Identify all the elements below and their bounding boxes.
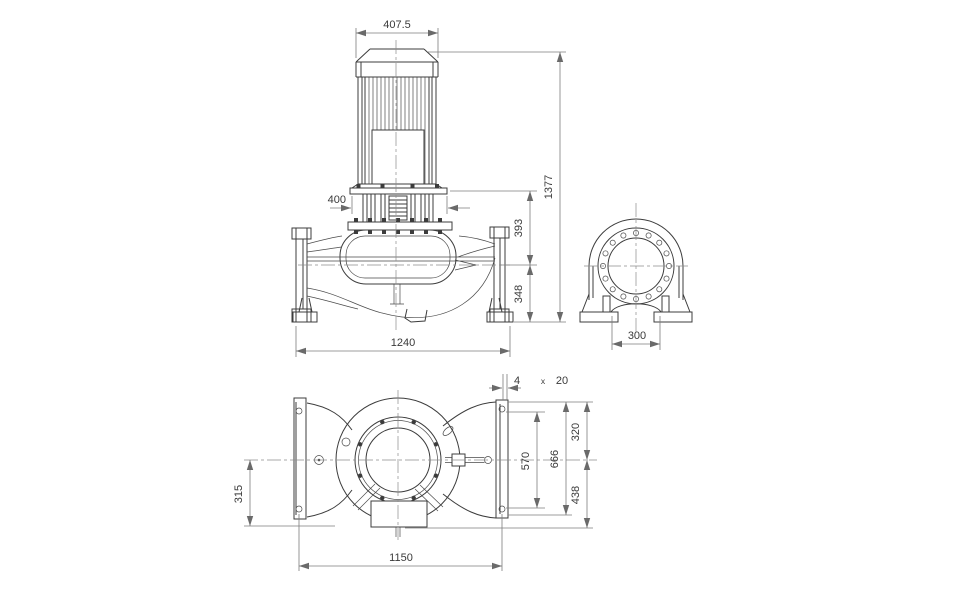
dim-port-span: 570 — [506, 411, 545, 509]
discharge-flange-front — [291, 227, 312, 323]
plan-view: 4 x 20 570 666 320 438 315 — [233, 374, 597, 571]
coupling-guard — [388, 195, 408, 221]
right-flange-bolt-hole-top — [498, 405, 506, 413]
dim-label-center-to-edge: 315 — [233, 485, 245, 503]
plan-flange-bolts — [357, 419, 439, 501]
dim-overall-height: 1377 — [428, 51, 566, 323]
left-flange-bolt-hole-top — [295, 407, 303, 415]
dim-slot: 4 x 20 — [489, 374, 568, 400]
bolt — [433, 442, 439, 447]
bolt — [411, 495, 416, 501]
casing-slot-hole — [442, 426, 454, 436]
motor-flange — [349, 183, 448, 195]
plan-left-body — [306, 402, 353, 518]
suction-flange-front — [489, 226, 510, 323]
dim-label-overall-length: 1240 — [391, 337, 415, 349]
drain-boss — [404, 308, 428, 323]
end-flange-bolt-holes — [600, 230, 672, 302]
bolt — [411, 419, 416, 425]
bolt-hole — [663, 275, 670, 282]
dim-motor-width: 407.5 — [355, 19, 439, 58]
motor-fan-cover — [355, 48, 439, 78]
bolt — [357, 442, 363, 447]
dim-centerline-to-base: 348 — [513, 265, 534, 322]
bolt-hole — [656, 239, 663, 246]
left-flange-bolt-hole-bottom — [295, 505, 303, 513]
dim-label-lantern-width: 400 — [328, 194, 346, 206]
dim-label-slot-size: 20 — [556, 375, 568, 387]
motor — [349, 48, 448, 195]
plan-left-flange — [293, 397, 307, 520]
dim-label-overall-height: 1377 — [543, 175, 555, 199]
ext-lines — [508, 401, 593, 516]
pump-flange-bolts — [354, 218, 442, 234]
dim-foot-spacing: 300 — [611, 316, 661, 350]
dim-label-motor-width: 407.5 — [383, 19, 411, 31]
bolt-hole — [645, 293, 652, 300]
bolt-hole — [620, 232, 627, 239]
motor-terminal-box — [371, 129, 425, 185]
bolt-hole — [620, 293, 627, 300]
front-elevation-view: 407.5 400 1377 393 348 1240 — [291, 19, 566, 357]
right-flange-bolt-hole-bottom — [498, 505, 506, 513]
ext-lines — [355, 28, 439, 58]
plug-boss — [341, 437, 351, 447]
dim-label-slot-count: 4 — [514, 375, 520, 387]
end-housing-outline — [581, 218, 691, 313]
dim-label-flange-to-centerline: 393 — [513, 219, 525, 237]
dim-label-bolt-span: 1150 — [389, 552, 413, 564]
motor-flange-bolts — [356, 184, 439, 188]
pump-casing-front — [291, 40, 514, 330]
dim-flange-length: 666 — [508, 401, 593, 516]
end-feet — [579, 295, 693, 323]
dim-center-to-top: 320 — [570, 402, 591, 460]
casing-body-lines — [306, 235, 496, 319]
ext-lines — [428, 51, 566, 323]
pump-mounting-flange — [347, 221, 453, 231]
bolt-hole — [609, 239, 616, 246]
bolt-hole — [645, 232, 652, 239]
dim-label-port-span: 570 — [520, 452, 532, 470]
bolt-hole — [600, 263, 606, 269]
bolt-hole — [663, 250, 670, 257]
dim-label-center-to-bottom: 438 — [570, 486, 582, 504]
terminal-box-plan — [370, 500, 428, 528]
dim-center-to-bottom: 438 — [405, 460, 593, 529]
ext-lines — [298, 514, 503, 571]
dim-bolt-span: 1150 — [298, 514, 503, 571]
bolt — [357, 473, 363, 478]
bolt-hole — [609, 286, 616, 293]
drain-line-plan — [395, 527, 401, 537]
ext-lines — [351, 196, 448, 214]
end-view: 300 — [579, 203, 693, 350]
dim-label-flange-length: 666 — [549, 450, 561, 468]
bolt-hole — [602, 275, 609, 282]
coupling-lantern — [347, 194, 453, 234]
bolt — [380, 419, 385, 425]
dim-overall-length: 1240 — [295, 326, 511, 357]
bolt — [433, 473, 439, 478]
dim-lantern-width: 400 — [328, 194, 470, 214]
slot-leader-lines — [502, 374, 508, 400]
bolt — [380, 495, 385, 501]
bolt-hole — [602, 250, 609, 257]
support-ribs — [352, 483, 444, 512]
lantern-columns — [362, 194, 434, 222]
dim-center-to-edge: 315 — [233, 460, 335, 527]
plan-right-body — [442, 401, 497, 519]
dim-label-foot-spacing: 300 — [628, 330, 646, 342]
dim-label-center-to-top: 320 — [570, 423, 582, 441]
plan-right-flange — [495, 399, 509, 519]
bolt-hole — [656, 286, 663, 293]
dim-label-centerline-to-base: 348 — [513, 285, 525, 303]
dim-label-slot-sep: x — [541, 376, 546, 386]
support-feet-front — [292, 297, 514, 323]
